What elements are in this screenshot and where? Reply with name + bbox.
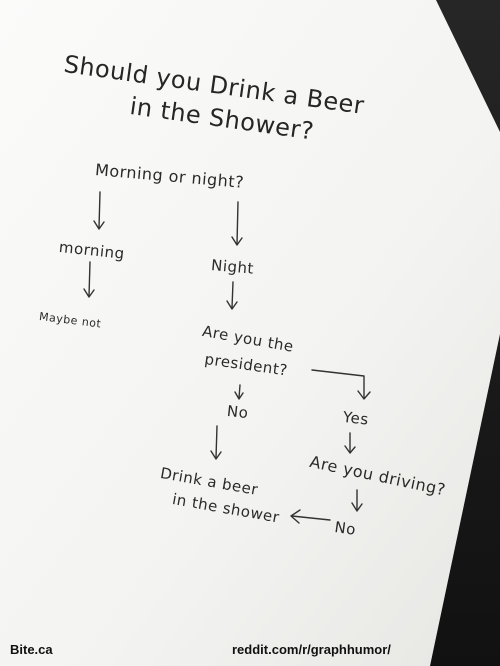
answer-yes: Yes — [342, 408, 370, 429]
watermark-right: reddit.com/r/graphhumor/ — [232, 642, 391, 657]
answer-no: No — [226, 402, 250, 423]
answer-night: Night — [210, 256, 255, 278]
answer-no-2: No — [333, 518, 358, 539]
watermark-left: Bite.ca — [10, 642, 53, 657]
